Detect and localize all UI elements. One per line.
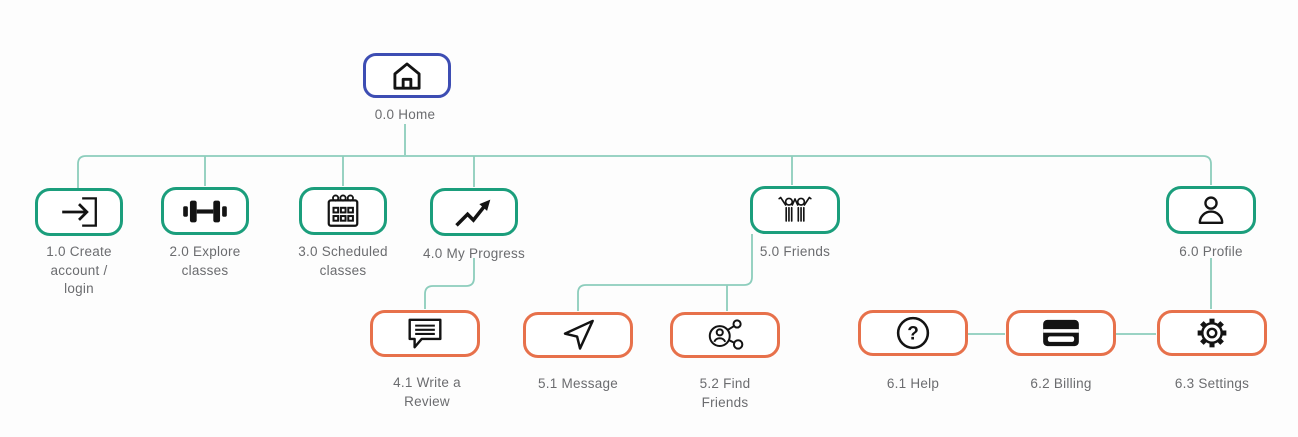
node-label-write-review: 4.1 Write a Review: [393, 375, 461, 409]
home-icon: [389, 59, 425, 92]
trend-up-icon: [453, 195, 495, 230]
node-create-account: [35, 188, 123, 236]
node-friends: [750, 186, 840, 234]
send-icon: [560, 317, 596, 353]
node-label-settings: 6.3 Settings: [1174, 376, 1250, 391]
node-billing: [1006, 310, 1116, 356]
node-label-explore-classes: 2.0 Explore classes: [169, 244, 241, 278]
node-write-review: [370, 310, 480, 357]
node-home: [363, 53, 451, 98]
node-label-my-progress: 4.0 My Progress: [422, 246, 526, 261]
cheering-people-icon: [773, 194, 817, 227]
node-label-home: 0.0 Home: [374, 107, 436, 122]
node-explore-classes: [161, 187, 249, 235]
node-settings: [1157, 310, 1267, 356]
question-glyph: ?: [907, 324, 919, 345]
user-icon: [1196, 194, 1226, 226]
node-my-progress: [430, 188, 518, 236]
calendar-icon: [324, 193, 362, 230]
node-find-friends: [670, 312, 780, 358]
node-label-help: 6.1 Help: [886, 376, 940, 391]
node-help: ?: [858, 310, 968, 356]
node-label-message: 5.1 Message: [537, 376, 619, 391]
network-people-icon: [704, 317, 746, 353]
node-profile: [1166, 186, 1256, 234]
node-scheduled-classes: [299, 187, 387, 235]
node-message: [523, 312, 633, 358]
login-icon: [58, 195, 100, 229]
node-label-profile: 6.0 Profile: [1179, 244, 1243, 259]
node-label-scheduled-classes: 3.0 Scheduled classes: [298, 244, 388, 278]
gear-icon: [1193, 314, 1231, 352]
node-label-friends: 5.0 Friends: [759, 244, 831, 259]
review-bubble-icon: [403, 316, 447, 351]
node-label-create-account: 1.0 Create account / login: [46, 244, 112, 297]
node-label-billing: 6.2 Billing: [1030, 376, 1092, 391]
dumbbell-icon: [182, 198, 228, 225]
question-mark-icon: ?: [894, 314, 932, 352]
credit-card-icon: [1040, 317, 1082, 349]
node-label-find-friends: 5.2 Find Friends: [699, 376, 751, 410]
